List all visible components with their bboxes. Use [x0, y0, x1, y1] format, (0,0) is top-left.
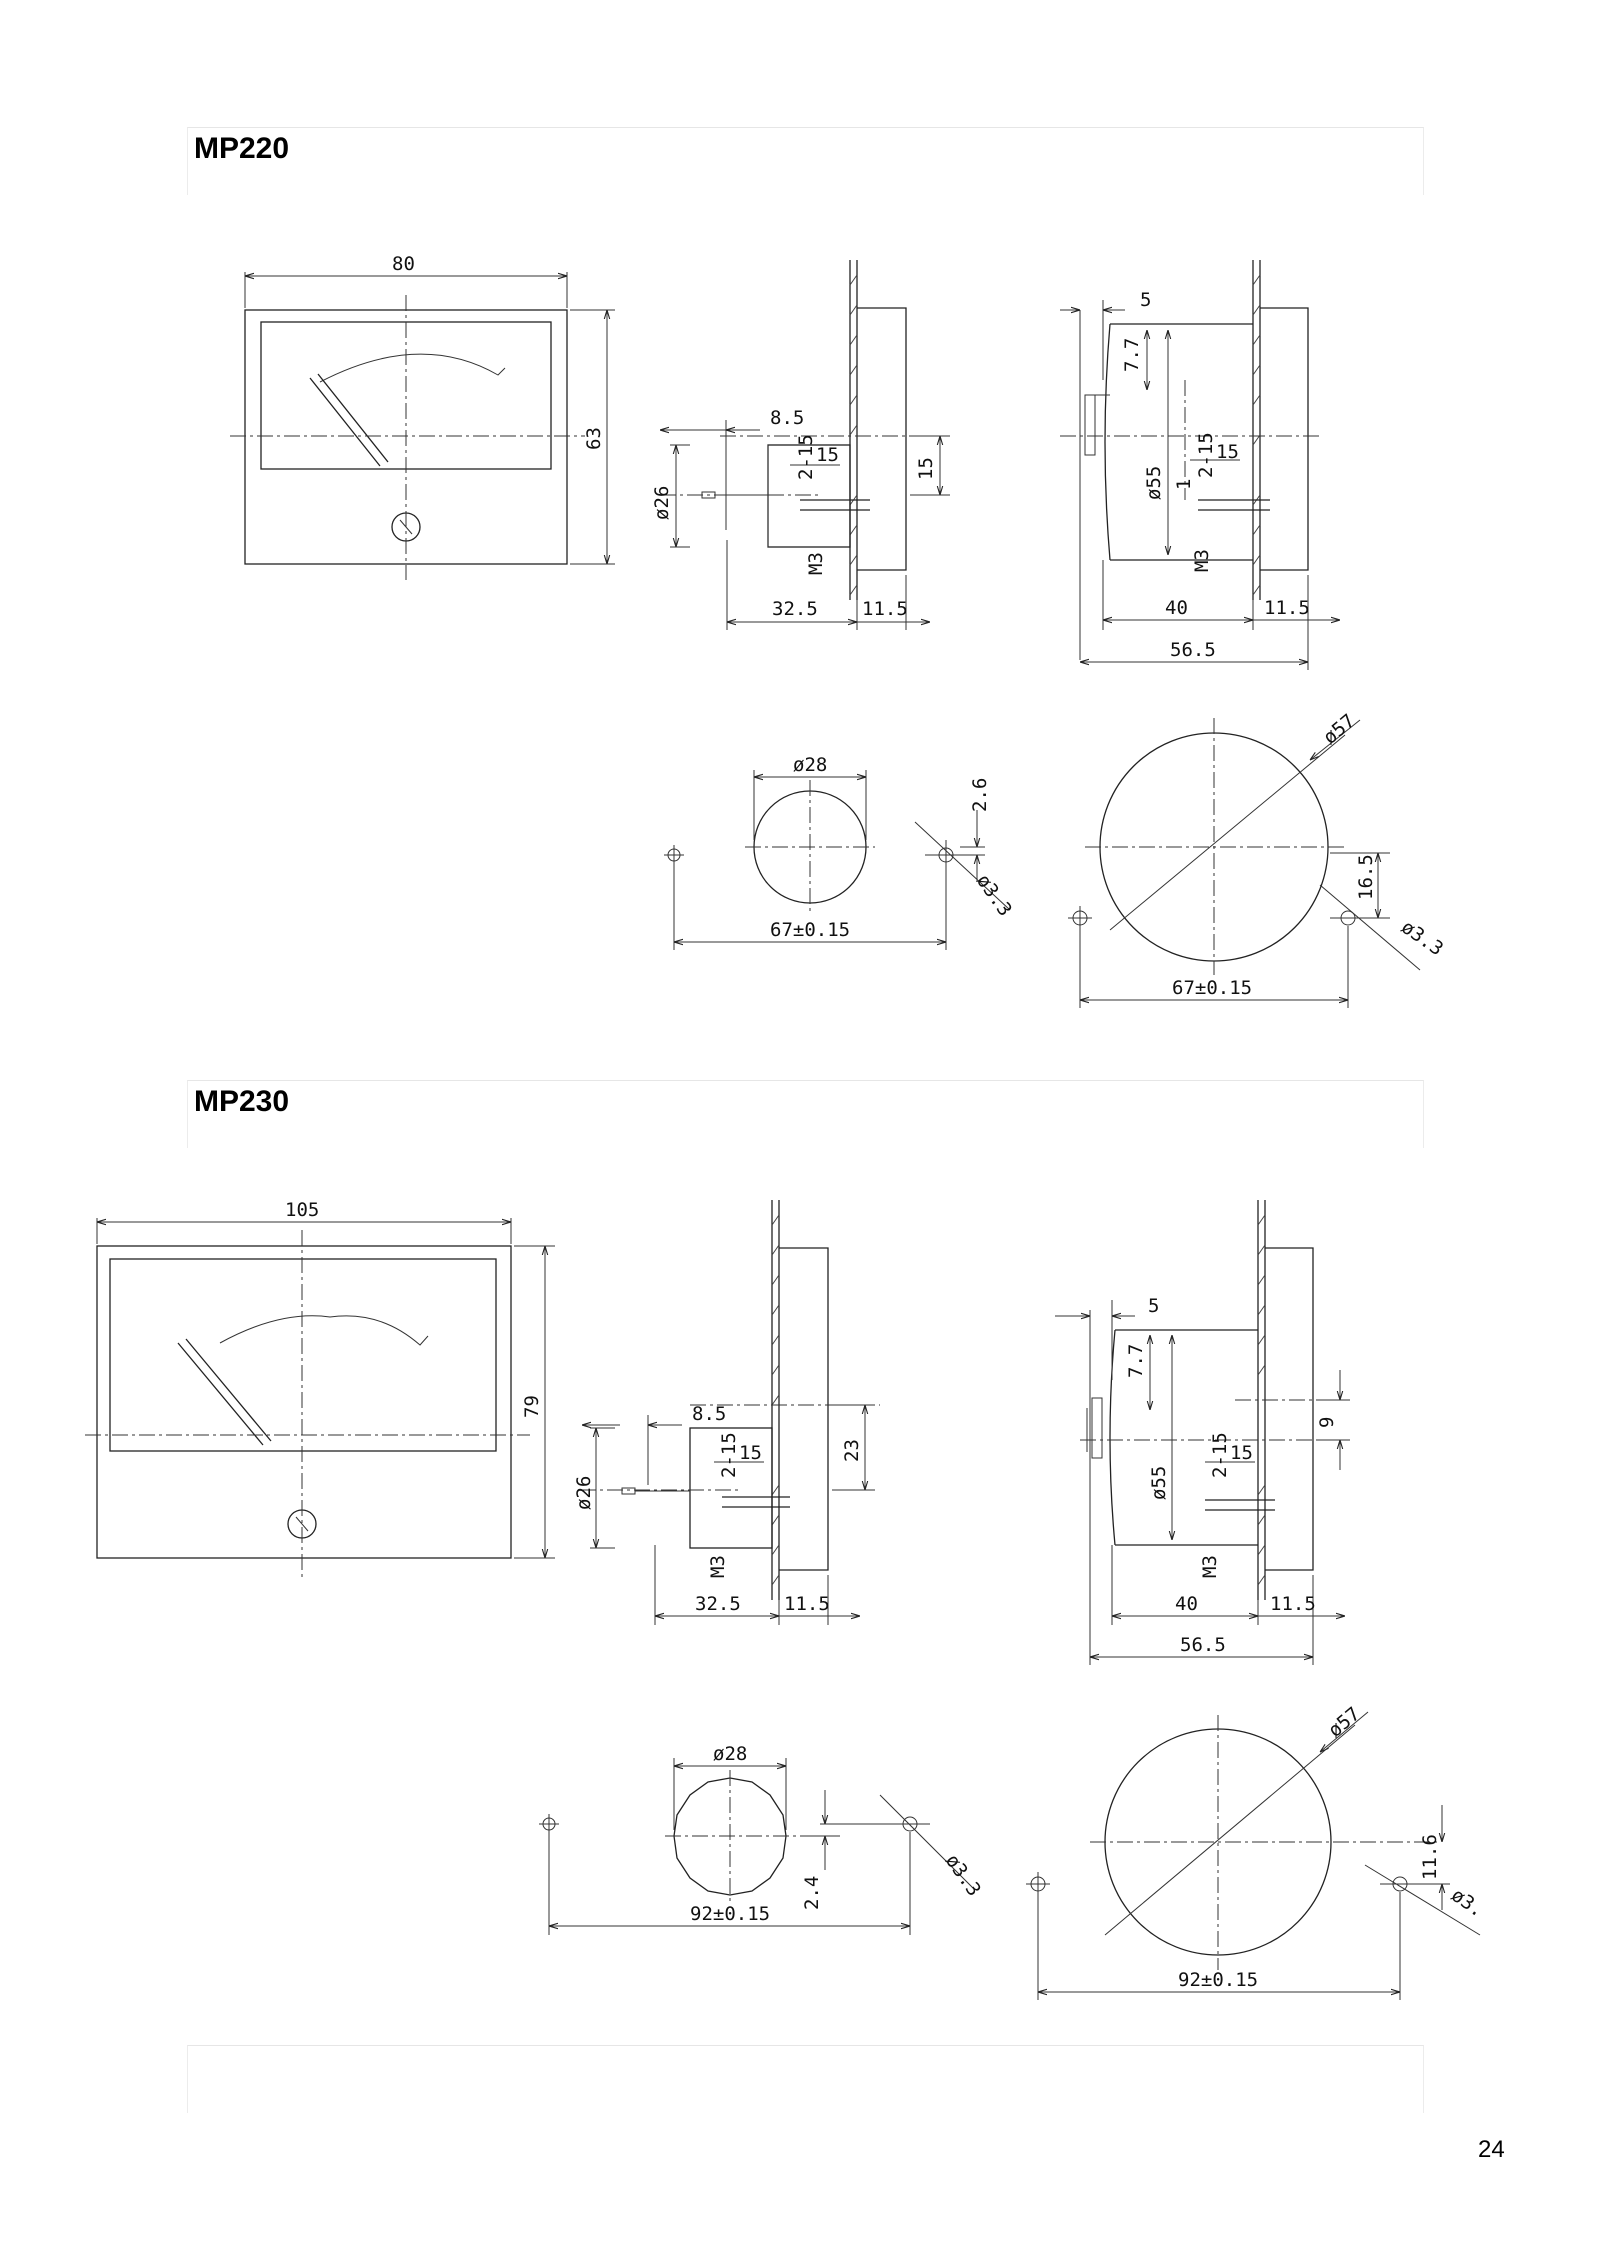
dim-2-15: 2-15: [795, 434, 817, 480]
dim-7-7: 7.7: [1121, 338, 1143, 372]
mp230-cutout-large: ø57 11.6 ø3. 92±0.15: [1026, 1703, 1488, 2000]
dim-height: 79: [521, 1395, 543, 1418]
mp220-cutout-small: ø28 2.6 ø3.3 67±0.15: [664, 754, 1016, 950]
mp220-cutout-large: ø57 16.5 ø3.3 67±0.15: [1068, 710, 1447, 1008]
dim-11-5: 11.5: [862, 598, 908, 620]
dim-1: 1: [1173, 479, 1195, 490]
dim-11-5: 11.5: [784, 1593, 830, 1615]
dim-body-diameter: ø26: [651, 486, 673, 520]
dim-7-7: 7.7: [1125, 1344, 1147, 1378]
dim-2-15: 2-15: [718, 1432, 740, 1478]
dim-55: ø55: [1148, 1466, 1170, 1500]
svg-text:15: 15: [816, 444, 839, 466]
dim-hole: ø3.: [1447, 1884, 1488, 1922]
dim-57: ø57: [1319, 710, 1359, 749]
mp220-side-view-2: 5 7.7 ø55 1 2-15 15 M3 40 11.5 56.5: [1060, 260, 1340, 670]
dim-body-diameter: ø26: [573, 1476, 595, 1510]
dim-width: 105: [285, 1199, 319, 1221]
section-title: MP220: [194, 132, 290, 165]
dim-55: ø55: [1143, 466, 1165, 500]
dim-m3: M3: [1199, 1555, 1221, 1578]
dim-hole: ø3.3: [1397, 916, 1447, 960]
dim-m3: M3: [707, 1555, 729, 1578]
svg-text:15: 15: [1230, 1442, 1253, 1464]
dim-5: 5: [1140, 289, 1151, 311]
dim-56-5: 56.5: [1180, 1634, 1226, 1656]
dim-23: 23: [841, 1439, 863, 1462]
mp220-side-view: 8.5 ø26 32.5 11.5 15 2-15 15 M3: [651, 260, 950, 630]
dim-m3: M3: [805, 552, 827, 575]
empty-section-box: [187, 2045, 1424, 2113]
mp230-cutout-small: ø28 2.4 ø3.3 92±0.15: [539, 1743, 985, 1935]
dim-9: 9: [1316, 1417, 1338, 1428]
dim-28: ø28: [793, 754, 827, 776]
dim-32-5: 32.5: [772, 598, 818, 620]
mp230-side-view: 8.5 ø26 32.5 11.5 23 2-15 15 M3: [573, 1200, 880, 1625]
section-header-mp230: MP230: [187, 1080, 1424, 1148]
dim-28: ø28: [713, 1743, 747, 1765]
dim-8-5: 8.5: [692, 1403, 726, 1425]
dim-57: ø57: [1324, 1703, 1364, 1742]
dim-2-15: 2-15: [1209, 1432, 1231, 1478]
dim-m3: M3: [1191, 549, 1213, 572]
dim-8-5: 8.5: [770, 407, 804, 429]
dim-height: 63: [583, 427, 605, 450]
page-number: 24: [1478, 2136, 1505, 2163]
dim-hole: ø3.3: [972, 870, 1016, 920]
dim-40: 40: [1175, 1593, 1198, 1615]
dim-67: 67±0.15: [1172, 977, 1252, 999]
dim-2-15: 2-15: [1195, 432, 1217, 478]
dim-2-6: 2.6: [969, 778, 991, 812]
dim-2-4: 2.4: [801, 1876, 823, 1910]
dim-11-5: 11.5: [1264, 597, 1310, 619]
svg-text:15: 15: [739, 1442, 762, 1464]
dim-5: 5: [1148, 1295, 1159, 1317]
dim-40: 40: [1165, 597, 1188, 619]
dim-92: 92±0.15: [690, 1903, 770, 1925]
dim-67: 67±0.15: [770, 919, 850, 941]
dim-15: 15: [915, 457, 937, 480]
dim-hole: ø3.3: [941, 1850, 985, 1900]
dim-width: 80: [392, 253, 415, 275]
dim-16-5: 16.5: [1355, 854, 1377, 900]
section-header-mp220: MP220: [187, 127, 1424, 195]
dim-32-5: 32.5: [695, 1593, 741, 1615]
svg-text:15: 15: [1216, 441, 1239, 463]
mp220-front-view: 80 63: [230, 253, 615, 580]
dim-92: 92±0.15: [1178, 1969, 1258, 1991]
dim-11-6: 11.6: [1419, 1834, 1441, 1880]
dim-11-5: 11.5: [1270, 1593, 1316, 1615]
mp230-side-view-2: 5 7.7 ø55 9 2-15 15 M3 40 11.5 56.5: [1055, 1200, 1350, 1665]
section-title: MP230: [194, 1085, 290, 1118]
mp230-front-view: 105 79: [85, 1199, 555, 1580]
dim-56-5: 56.5: [1170, 639, 1216, 661]
